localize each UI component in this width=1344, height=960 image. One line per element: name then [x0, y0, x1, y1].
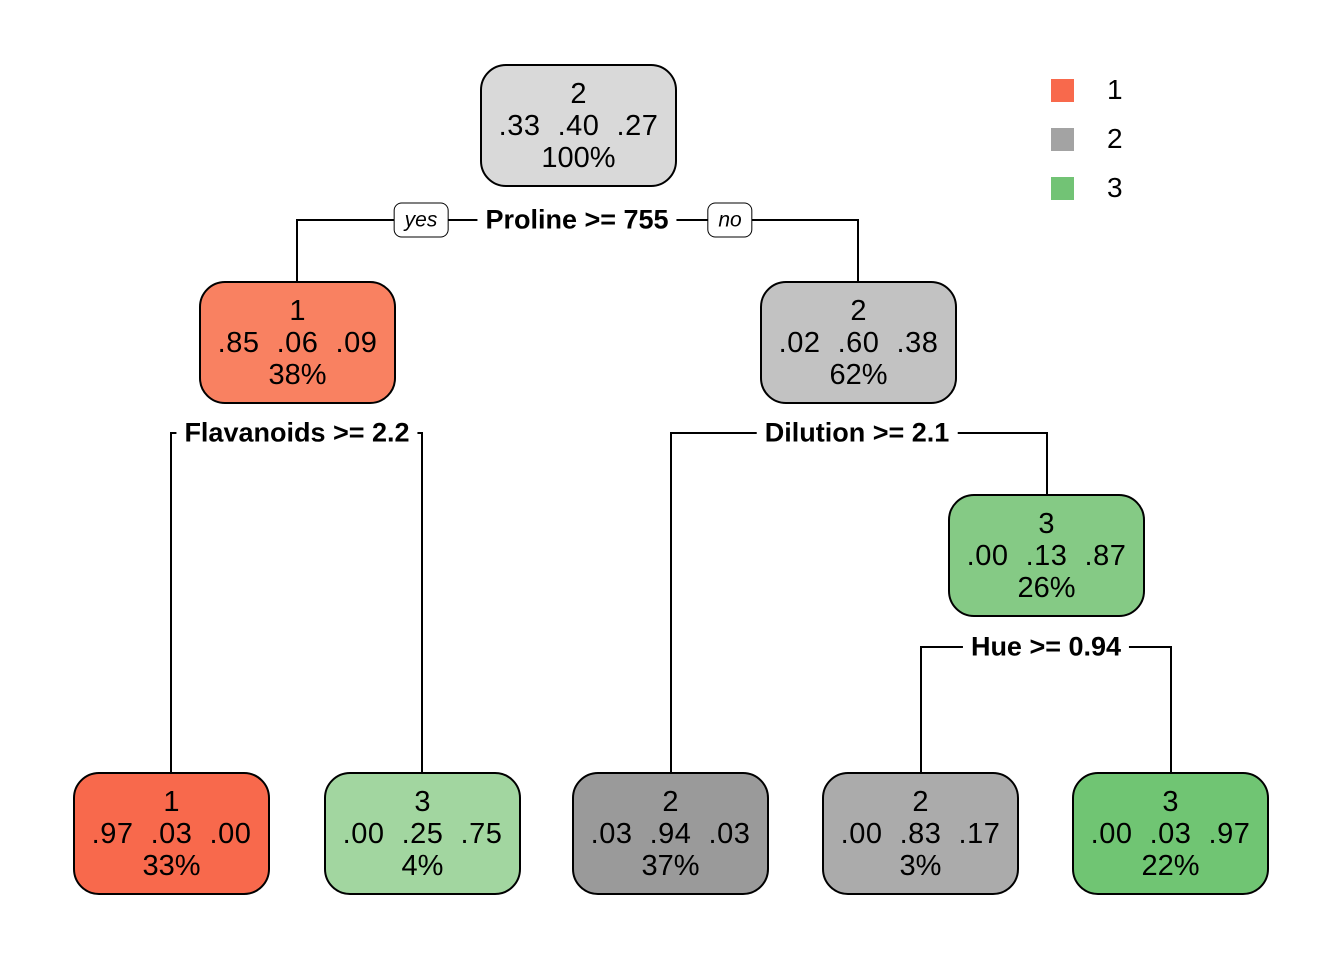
legend-item-class1: 1: [1051, 74, 1123, 106]
node-class-label: 2: [850, 294, 867, 327]
split-label-flavanoids: Flavanoids >= 2.2: [176, 415, 418, 451]
legend-label: 2: [1107, 123, 1123, 154]
node-class-label: 3: [1162, 785, 1179, 818]
legend-swatch-class3: [1051, 176, 1074, 200]
node-probs: .00 .13 .87: [966, 539, 1127, 572]
split-label-dilution: Dilution >= 2.1: [756, 415, 958, 451]
node-class-label: 3: [414, 785, 431, 818]
split-label-hue: Hue >= 0.94: [962, 629, 1130, 665]
node-probs: .97 .03 .00: [91, 817, 252, 850]
legend-swatch-class2: [1051, 127, 1074, 151]
node-percent: 4%: [401, 849, 444, 882]
leaf-node-class1-33pct: 1 .97 .03 .00 33%: [73, 772, 270, 895]
node-percent: 38%: [268, 358, 327, 391]
node-class-label: 3: [1038, 507, 1055, 540]
legend-item-class3: 3: [1051, 172, 1123, 204]
node-percent: 22%: [1141, 849, 1200, 882]
leaf-node-class3-4pct: 3 .00 .25 .75 4%: [324, 772, 521, 895]
leaf-node-class2-3pct: 2 .00 .83 .17 3%: [822, 772, 1019, 895]
node-probs: .00 .83 .17: [840, 817, 1001, 850]
node-class-label: 2: [570, 77, 587, 110]
no-badge: no: [707, 202, 753, 238]
leaf-node-class3-22pct: 3 .00 .03 .97 22%: [1072, 772, 1269, 895]
branch-flavanoids: [170, 432, 423, 774]
node-percent: 26%: [1017, 571, 1076, 604]
tree-node-class2-62pct: 2 .02 .60 .38 62%: [760, 281, 957, 404]
node-percent: 100%: [541, 141, 616, 174]
legend-label: 3: [1107, 172, 1123, 203]
node-class-label: 1: [163, 785, 180, 818]
split-label-proline: Proline >= 755: [477, 202, 677, 238]
node-probs: .03 .94 .03: [590, 817, 751, 850]
legend-label: 1: [1107, 74, 1123, 105]
leaf-node-class2-37pct: 2 .03 .94 .03 37%: [572, 772, 769, 895]
branch-hue: [920, 646, 1172, 774]
node-percent: 3%: [899, 849, 942, 882]
node-probs: .33 .40 .27: [498, 109, 659, 142]
tree-node-root: 2 .33 .40 .27 100%: [480, 64, 677, 187]
legend-swatch-class1: [1051, 78, 1074, 102]
node-class-label: 2: [912, 785, 929, 818]
node-percent: 37%: [641, 849, 700, 882]
node-percent: 62%: [829, 358, 888, 391]
node-percent: 33%: [142, 849, 201, 882]
legend: 1 2 3: [1051, 74, 1123, 204]
node-probs: .02 .60 .38: [778, 326, 939, 359]
node-probs: .00 .25 .75: [342, 817, 503, 850]
node-class-label: 2: [662, 785, 679, 818]
legend-item-class2: 2: [1051, 123, 1123, 155]
node-probs: .00 .03 .97: [1090, 817, 1251, 850]
node-probs: .85 .06 .09: [217, 326, 378, 359]
yes-badge: yes: [393, 202, 449, 238]
tree-node-class1-38pct: 1 .85 .06 .09 38%: [199, 281, 396, 404]
node-class-label: 1: [289, 294, 306, 327]
tree-node-class3-26pct: 3 .00 .13 .87 26%: [948, 494, 1145, 617]
